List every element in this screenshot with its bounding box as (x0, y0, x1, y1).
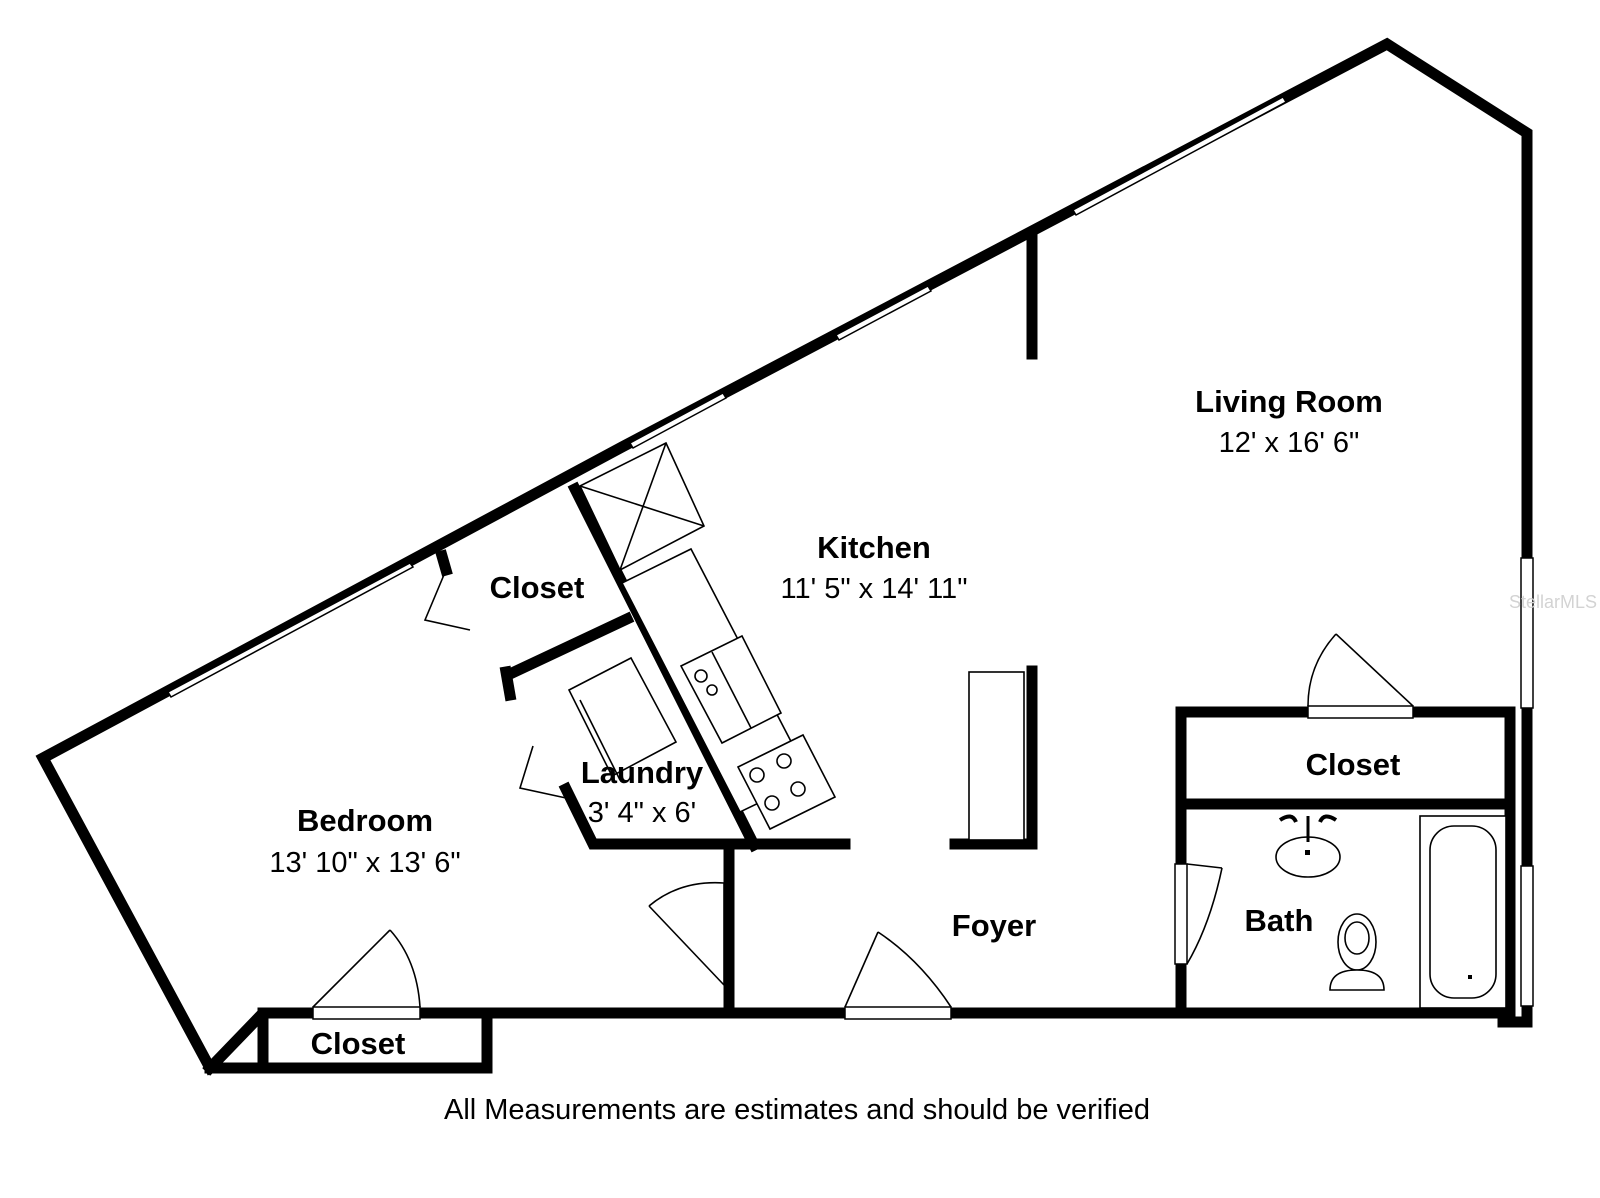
toilet-icon (1329, 913, 1385, 991)
door-bedroom-closet (312, 929, 421, 1020)
door-living-closet (1307, 633, 1414, 719)
island-counter (968, 671, 1025, 841)
room-labels: Living Room 12' x 16' 6" Kitchen 11' 5" … (269, 384, 1400, 1061)
kitchen-label: Kitchen (817, 530, 931, 565)
bath-label: Bath (1245, 903, 1314, 938)
laundry-fixtures (567, 656, 678, 781)
door-bedroom-to-foyer (648, 881, 725, 986)
refrigerator-icon (578, 441, 706, 572)
bedroom-label: Bedroom (297, 803, 433, 838)
door-laundry (518, 745, 567, 799)
door-closet-upper (423, 569, 471, 631)
bath-fixtures (1275, 814, 1507, 1009)
washer-dryer-icon (567, 656, 678, 778)
interior-walls (204, 231, 1516, 1074)
laundry-dimensions: 3' 4" x 6' (588, 797, 696, 829)
bedroom-dimensions: 13' 10" x 13' 6" (269, 847, 460, 879)
closet-right-label: Closet (1306, 747, 1401, 782)
door-bath (1174, 863, 1223, 965)
foyer-label: Foyer (952, 908, 1036, 943)
door-entry (844, 931, 952, 1020)
laundry-label: Laundry (581, 755, 704, 790)
footer-note: All Measurements are estimates and shoul… (444, 1094, 1150, 1126)
closet-bottom-label: Closet (311, 1026, 406, 1061)
closet-upper-label: Closet (490, 570, 585, 605)
living-room-label: Living Room (1195, 384, 1383, 419)
watermark: StellarMLS (1509, 592, 1597, 612)
doors (312, 569, 1414, 1020)
kitchen-dimensions: 11' 5" x 14' 11" (781, 573, 968, 605)
stove-icon (736, 733, 837, 831)
bathroom-sink-icon (1275, 814, 1341, 878)
windows (166, 96, 1534, 1007)
kitchen-sink-icon (679, 634, 783, 745)
kitchen-fixtures (578, 441, 1025, 841)
living-room-dimensions: 12' x 16' 6" (1219, 427, 1360, 459)
